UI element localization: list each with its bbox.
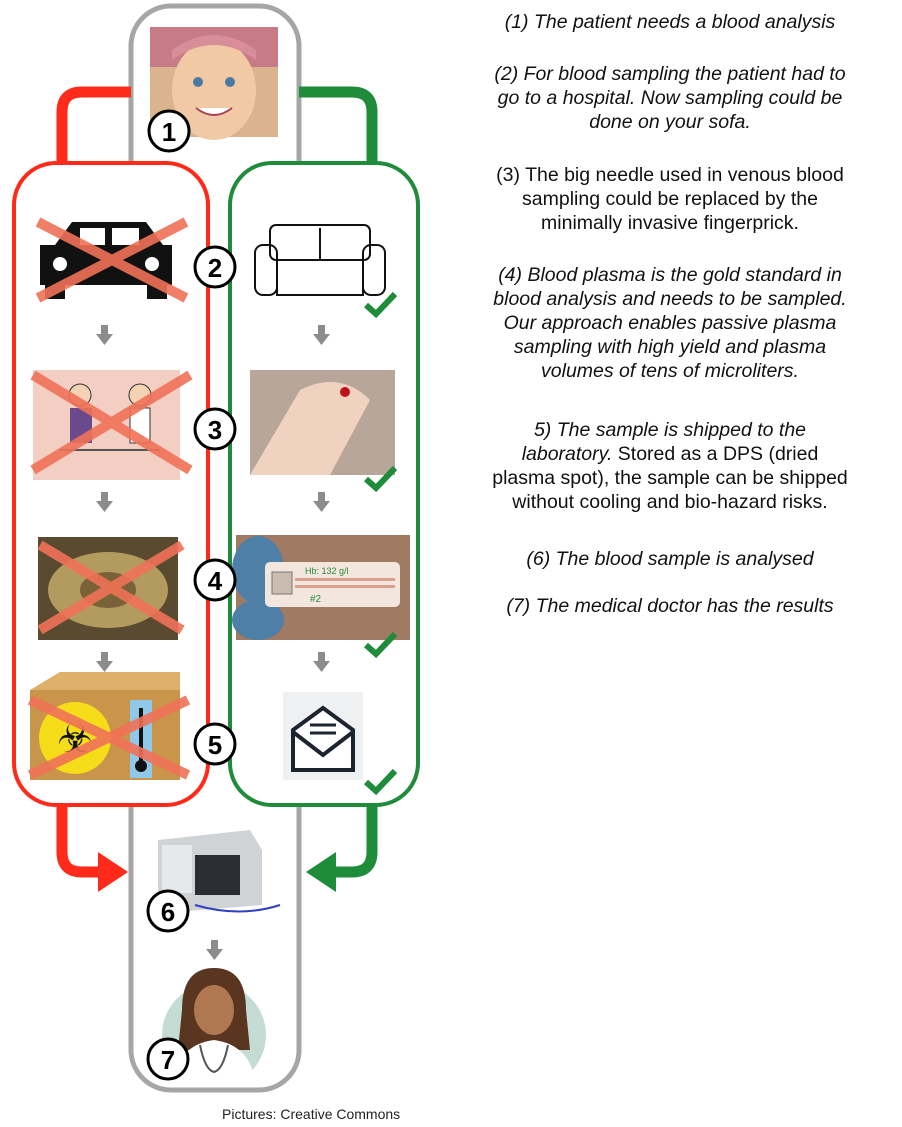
description-2: (2) For blood sampling the patient had t… bbox=[455, 62, 885, 134]
step-number: 6 bbox=[161, 897, 175, 927]
check-icons bbox=[363, 291, 398, 796]
fingerprick-picture bbox=[250, 370, 395, 475]
description-line: Our approach enables passive plasma bbox=[503, 312, 837, 334]
description-line: minimally invasive fingerprick. bbox=[541, 212, 799, 234]
cross-out-marks bbox=[27, 217, 193, 780]
step-badge-5: 5 bbox=[193, 722, 237, 766]
green-arrowhead bbox=[306, 852, 336, 892]
step-badge-1: 1 bbox=[147, 109, 191, 153]
description-4: (4) Blood plasma is the gold standard in… bbox=[455, 263, 885, 383]
step-badge-3: 3 bbox=[193, 407, 237, 451]
step-number: 7 bbox=[161, 1045, 175, 1075]
step-number: 5 bbox=[208, 730, 222, 760]
red-connector-top bbox=[56, 86, 131, 166]
description-line: (4) Blood plasma is the gold standard in bbox=[498, 264, 842, 286]
analyzer-machine-picture bbox=[158, 830, 281, 913]
description-line: sampling with high yield and plasma bbox=[513, 336, 827, 358]
red-connector-bottom bbox=[56, 805, 100, 878]
strip-hb-label: Hb: 132 g/l bbox=[305, 566, 349, 576]
description-5: 5) The sample is shipped to the laborato… bbox=[455, 418, 885, 514]
description-line: go to a hospital. Now sampling could be bbox=[497, 87, 843, 109]
green-connector-top bbox=[299, 86, 378, 166]
description-line: without cooling and bio-hazard risks. bbox=[512, 491, 828, 513]
description-line: volumes of tens of microliters. bbox=[541, 360, 799, 382]
description-1: (1) The patient needs a blood analysis bbox=[455, 10, 885, 34]
step-number: 2 bbox=[208, 253, 222, 283]
description-line: plasma spot), the sample can be shipped bbox=[492, 467, 848, 489]
description-line: done on your sofa. bbox=[589, 111, 751, 133]
conventional-path-box bbox=[12, 161, 210, 807]
red-arrowhead bbox=[98, 852, 128, 892]
description-line: (1) The patient needs a blood analysis bbox=[504, 11, 836, 33]
description-line: Stored as a DPS (dried bbox=[612, 443, 819, 465]
description-line: sampling could be replaced by the bbox=[522, 188, 818, 210]
image-credits-caption: Pictures: Creative Commons bbox=[222, 1106, 401, 1122]
sofa-icon bbox=[254, 224, 386, 296]
step-badge-2: 2 bbox=[193, 245, 237, 289]
description-line: 5) The sample is shipped to the bbox=[533, 419, 807, 441]
step-badge-6: 6 bbox=[146, 889, 190, 933]
description-line: laboratory. bbox=[521, 443, 613, 465]
description-6: (6) The blood sample is analysed bbox=[455, 547, 885, 571]
envelope-icon bbox=[283, 692, 363, 780]
green-connector-bottom bbox=[334, 805, 378, 878]
description-3: (3) The big needle used in venous blood … bbox=[455, 163, 885, 235]
step-badge-4: 4 bbox=[193, 558, 237, 602]
step-number: 1 bbox=[162, 117, 176, 147]
step-number: 4 bbox=[208, 566, 223, 596]
description-line: (3) The big needle used in venous blood bbox=[496, 164, 844, 186]
step-badge-7: 7 bbox=[146, 1037, 190, 1081]
description-7: (7) The medical doctor has the results bbox=[455, 594, 885, 618]
description-line: (2) For blood sampling the patient had t… bbox=[494, 63, 846, 85]
step-arrows bbox=[96, 325, 330, 960]
description-line: blood analysis and needs to be sampled. bbox=[493, 288, 847, 310]
plasma-strip-picture: Hb: 132 g/l #2 bbox=[232, 535, 410, 640]
description-line: (6) The blood sample is analysed bbox=[526, 548, 814, 570]
step-number: 3 bbox=[208, 415, 222, 445]
patient-photo bbox=[150, 27, 278, 140]
new-path-box bbox=[228, 161, 420, 807]
description-line: (7) The medical doctor has the results bbox=[506, 595, 834, 617]
strip-number-label: #2 bbox=[310, 594, 322, 605]
